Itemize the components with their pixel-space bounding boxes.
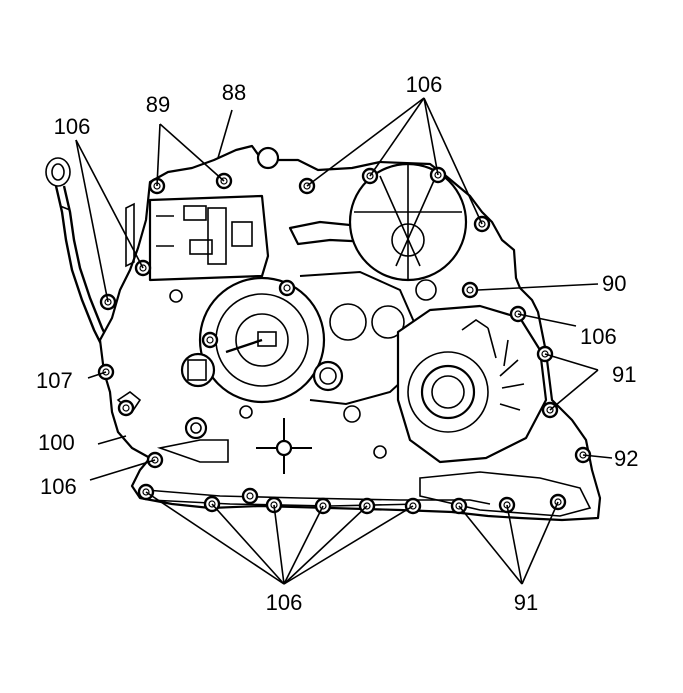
bolt [241,487,259,505]
leader-lines [75,97,613,585]
callout-107: 107 [36,368,73,393]
transaxle-case [45,144,602,522]
left-lower-detail [116,352,229,463]
callout-88: 88 [222,80,246,105]
dipstick-tube [45,157,114,351]
callout-106-right: 106 [580,324,617,349]
callout-106-bottom: 106 [266,590,303,615]
differential-housing [396,304,548,464]
callout-106-left: 106 [54,114,91,139]
callout-100: 100 [38,430,75,455]
callout-89: 89 [146,92,170,117]
bolt [461,281,479,299]
bolt [117,399,135,417]
callout-106-lower-left: 106 [40,474,77,499]
small-plugs [169,146,437,459]
callout-91-bottom: 91 [514,590,538,615]
callout-90: 90 [602,271,626,296]
torque-converter-housing [198,276,326,404]
callout-91-right: 91 [612,362,636,387]
callout-92: 92 [614,446,638,471]
pan-flange [145,489,491,505]
bolt [201,331,219,349]
callout-106-top: 106 [406,72,443,97]
callout-labels: 89 88 106 106 90 106 107 91 100 92 106 1… [36,72,638,615]
top-cover [348,162,468,282]
bolt [278,279,296,297]
cross-fitting [256,418,312,474]
